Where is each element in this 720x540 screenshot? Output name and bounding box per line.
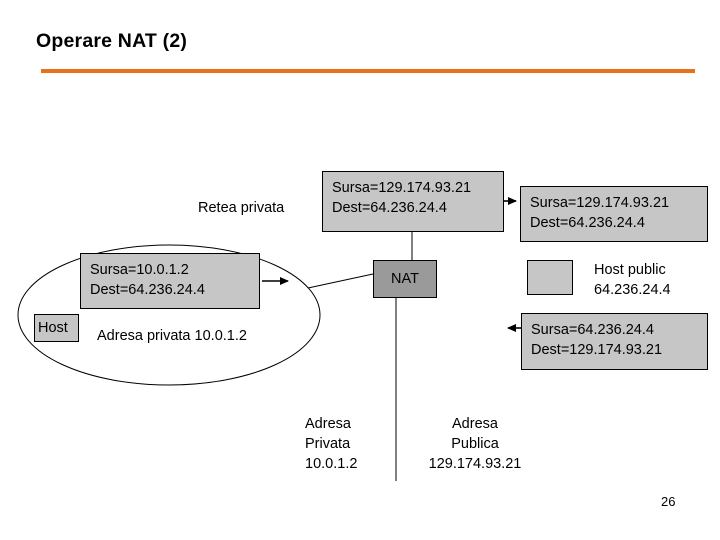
private-address-value: 10.0.1.2 bbox=[194, 328, 247, 344]
packet-source-line: Sursa=64.236.24.4 bbox=[531, 322, 654, 338]
nat-table-column-public: Adresa Publica 129.174.93.21 bbox=[410, 414, 540, 474]
packet-dest-line: Dest=64.236.24.4 bbox=[90, 282, 205, 298]
private-network-ellipse bbox=[17, 244, 321, 386]
label-private-address: Adresa privata 10.0.1.2 bbox=[97, 327, 247, 346]
nat-table-private-header-2: Privata bbox=[305, 436, 351, 452]
packet-box-private-outbound: Sursa=10.0.1.2 Dest=64.236.24.4 bbox=[80, 253, 260, 309]
packet-box-public-reply: Sursa=64.236.24.4 Dest=129.174.93.21 bbox=[521, 313, 708, 370]
host-box: Host bbox=[34, 314, 79, 342]
packet-box-public-inbound: Sursa=129.174.93.21 Dest=64.236.24.4 bbox=[520, 186, 708, 242]
title-underline-rule bbox=[41, 69, 695, 73]
nat-table-public-value: 129.174.93.21 bbox=[428, 456, 522, 472]
nat-router-box: NAT bbox=[373, 260, 437, 298]
page-title: Operare NAT (2) bbox=[36, 30, 188, 52]
packet-dest-line: Dest=64.236.24.4 bbox=[332, 200, 447, 216]
packet-dest-line: Dest=64.236.24.4 bbox=[530, 215, 645, 231]
packet-box-translated-outbound: Sursa=129.174.93.21 Dest=64.236.24.4 bbox=[322, 171, 504, 232]
private-address-caption: Adresa privata bbox=[97, 328, 191, 344]
legend-host-public-caption: Host public bbox=[594, 262, 666, 278]
packet-source-line: Sursa=10.0.1.2 bbox=[90, 262, 189, 278]
legend-host-public-address: 64.236.24.4 bbox=[594, 282, 671, 298]
nat-table-private-header-1: Adresa bbox=[305, 416, 351, 432]
packet-source-line: Sursa=129.174.93.21 bbox=[530, 195, 670, 211]
nat-table-public-header-1: Adresa bbox=[452, 416, 498, 432]
connector-ellipse-to-nat bbox=[307, 273, 374, 289]
packet-dest-line: Dest=129.174.93.21 bbox=[531, 342, 663, 358]
legend-swatch-host-public bbox=[527, 260, 573, 295]
page-number: 26 bbox=[661, 494, 676, 509]
nat-translation-table: Adresa Privata 10.0.1.2 Adresa Publica 1… bbox=[300, 414, 540, 480]
legend-label-host-public: Host public 64.236.24.4 bbox=[594, 260, 671, 300]
nat-table-private-value: 10.0.1.2 bbox=[305, 456, 358, 472]
packet-source-line: Sursa=129.174.93.21 bbox=[332, 180, 472, 196]
label-private-network: Retea privata bbox=[198, 200, 285, 216]
nat-table-column-private: Adresa Privata 10.0.1.2 bbox=[305, 414, 357, 474]
nat-table-public-header-2: Publica bbox=[451, 436, 499, 452]
